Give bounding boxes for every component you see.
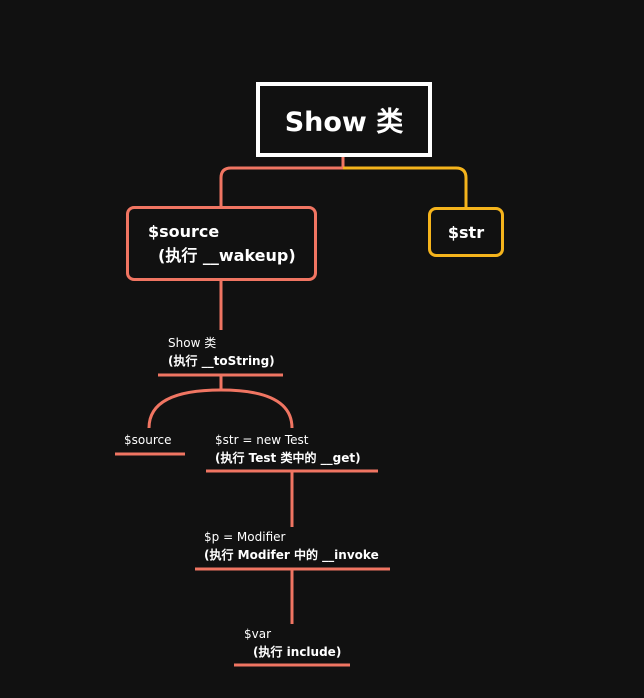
edge-root-to-source bbox=[219, 157, 345, 206]
source-node-sublabel: (执行 __wakeup) bbox=[158, 246, 296, 265]
modifier-node-sublabel: (执行 Modifer 中的 __invoke bbox=[204, 548, 379, 562]
var-node-label: $var bbox=[244, 627, 272, 641]
var-node-sublabel: (执行 include) bbox=[253, 645, 342, 659]
str-test-node: $str = new Test (执行 Test 类中的 __get) bbox=[215, 431, 361, 467]
edge-root-to-str bbox=[343, 166, 468, 207]
str-node-label: $str bbox=[447, 222, 485, 242]
str-test-node-sublabel: (执行 Test 类中的 __get) bbox=[215, 451, 361, 465]
modifier-node-label: $p = Modifier bbox=[204, 530, 286, 544]
sub-source-node: $source bbox=[124, 431, 171, 449]
modifier-node: $p = Modifier (执行 Modifer 中的 __invoke bbox=[204, 528, 379, 564]
tostring-node: Show 类 (执行 __toString) bbox=[168, 334, 275, 370]
edge-tostring-arch bbox=[147, 388, 294, 429]
str-node: $str bbox=[428, 207, 504, 257]
sub-source-node-label: $source bbox=[124, 433, 172, 447]
tostring-node-label: Show 类 bbox=[168, 336, 217, 350]
source-node: $source (执行 __wakeup) bbox=[126, 206, 317, 281]
source-node-label: $source bbox=[148, 222, 220, 241]
str-test-node-label: $str = new Test bbox=[215, 433, 309, 447]
var-node: $var (执行 include) bbox=[244, 625, 341, 661]
root-node-show-class: Show 类 bbox=[256, 82, 432, 157]
root-node-label: Show 类 bbox=[284, 107, 404, 138]
tostring-node-sublabel: (执行 __toString) bbox=[168, 354, 275, 368]
